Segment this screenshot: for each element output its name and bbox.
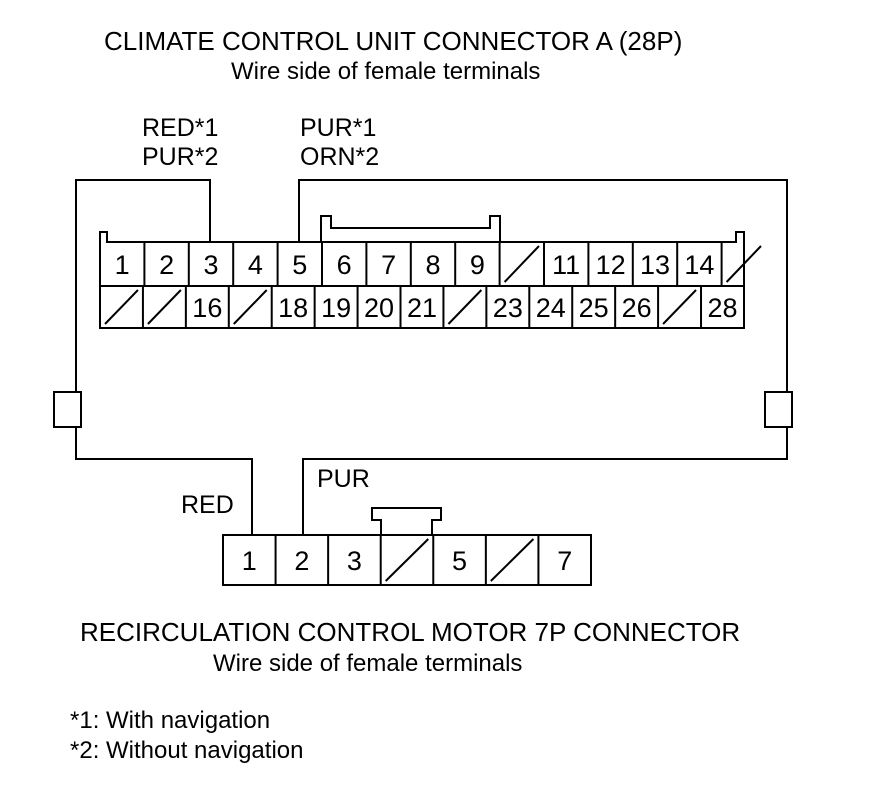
inline-connector-left xyxy=(53,391,82,428)
top-row2-pin-label: 18 xyxy=(278,293,308,323)
top-connector-title: CLIMATE CONTROL UNIT CONNECTOR A (28P) xyxy=(104,26,683,56)
wire-label-pin3-no-nav: PUR*2 xyxy=(142,143,219,171)
top-row1-pin-label: 5 xyxy=(292,250,307,280)
top-row2-pin-label: 28 xyxy=(707,293,737,323)
top-row2-empty-cavity-slash xyxy=(147,289,182,325)
top-row1-pin-label: 9 xyxy=(470,250,485,280)
top-connector-outline xyxy=(99,231,745,329)
bottom-pin-label: 1 xyxy=(242,546,257,576)
bottom-connector-outline xyxy=(222,534,592,586)
top-row2-empty-cavity-slash xyxy=(447,289,483,325)
top-row2-pin-label: 25 xyxy=(579,293,609,323)
wire-label-motor-pin2: PUR xyxy=(317,465,370,493)
wire-label-motor-pin1: RED xyxy=(181,491,234,519)
top-row1-pin-label: 11 xyxy=(552,250,580,280)
inline-connector-right xyxy=(764,391,793,428)
bottom-connector-title: RECIRCULATION CONTROL MOTOR 7P CONNECTOR xyxy=(80,617,741,647)
wire-pin5 xyxy=(298,179,788,392)
top-row2-pin-label: 24 xyxy=(536,293,566,323)
bottom-pin-label: 2 xyxy=(294,546,309,576)
wire-label-pin5-no-nav: ORN*2 xyxy=(300,143,380,171)
top-row1-pin-label: 14 xyxy=(684,250,714,280)
top-connector-subtitle: Wire side of female terminals xyxy=(231,58,541,85)
top-row2-pin-label: 19 xyxy=(321,293,351,323)
top-row1-pin-label: 3 xyxy=(203,250,218,280)
top-row1-pin-label: 1 xyxy=(115,250,130,280)
top-row1-pin-label: 7 xyxy=(381,250,396,280)
top-row1-pin-label: 4 xyxy=(248,250,263,280)
top-connector-latch xyxy=(320,215,501,242)
top-row1-empty-cavity-slash xyxy=(503,245,540,283)
top-row2-empty-cavity-slash xyxy=(233,289,268,325)
top-row2-pin-label: 23 xyxy=(493,293,523,323)
bottom-empty-cavity-slash xyxy=(385,538,429,582)
wire-pin3 xyxy=(75,179,211,392)
footnote-2: *2: Without navigation xyxy=(70,737,304,764)
bottom-empty-cavity-slash xyxy=(490,538,535,582)
top-row1-pin-label: 2 xyxy=(159,250,174,280)
top-row1-pin-label: 13 xyxy=(640,250,670,280)
top-row1-empty-cavity-slash xyxy=(725,245,762,283)
bottom-connector-subtitle: Wire side of female terminals xyxy=(213,650,523,677)
wire-pur-to-motor-pin2 xyxy=(302,427,788,535)
top-row2-pin-label: 16 xyxy=(192,293,222,323)
top-row1-pin-label: 8 xyxy=(425,250,440,280)
bottom-connector-latch xyxy=(371,507,442,535)
top-row2-empty-cavity-slash xyxy=(104,289,139,325)
top-row2-pin-label: 21 xyxy=(407,293,437,323)
footnote-1: *1: With navigation xyxy=(70,707,271,734)
top-row2-pin-label: 26 xyxy=(622,293,652,323)
bottom-pin-label: 7 xyxy=(557,546,572,576)
top-row2-pin-label: 20 xyxy=(364,293,394,323)
bottom-pin-label: 3 xyxy=(347,546,362,576)
top-row1-pin-label: 12 xyxy=(596,250,626,280)
wire-label-pin3-nav: RED*1 xyxy=(142,114,219,142)
top-row1-pin-label: 6 xyxy=(337,250,352,280)
top-row2-empty-cavity-slash xyxy=(662,289,697,325)
wire-label-pin5-nav: PUR*1 xyxy=(300,114,377,142)
bottom-pin-label: 5 xyxy=(452,546,467,576)
wire-red-to-motor-pin1 xyxy=(75,427,253,535)
